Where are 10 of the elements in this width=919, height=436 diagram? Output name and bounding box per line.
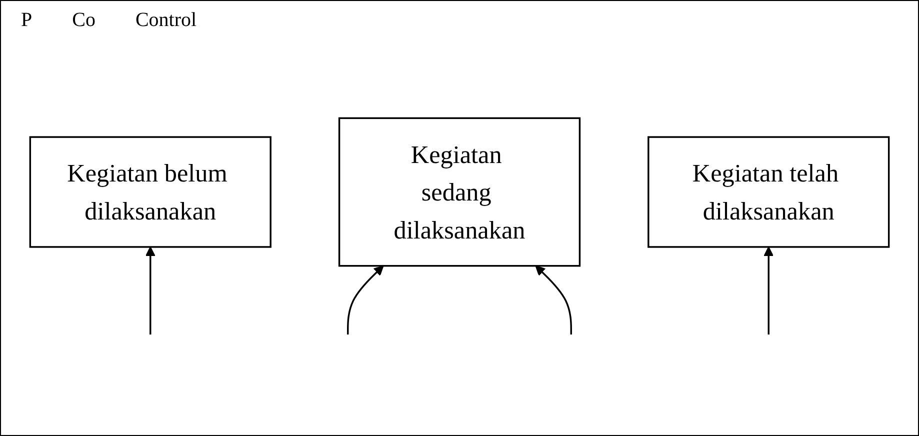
node-box: Kegiatan telah dilaksanakan <box>648 136 890 248</box>
node-box: Kegiatan belum dilaksanakan <box>29 136 272 248</box>
text-label: P <box>21 9 32 32</box>
arrow <box>764 246 774 335</box>
arrow <box>145 246 156 335</box>
arrow <box>347 265 384 335</box>
text-label: Control <box>135 9 197 32</box>
text-label: Co <box>72 9 96 32</box>
node-box: Kegiatan sedang dilaksanakan <box>338 117 581 267</box>
arrow <box>535 265 572 335</box>
